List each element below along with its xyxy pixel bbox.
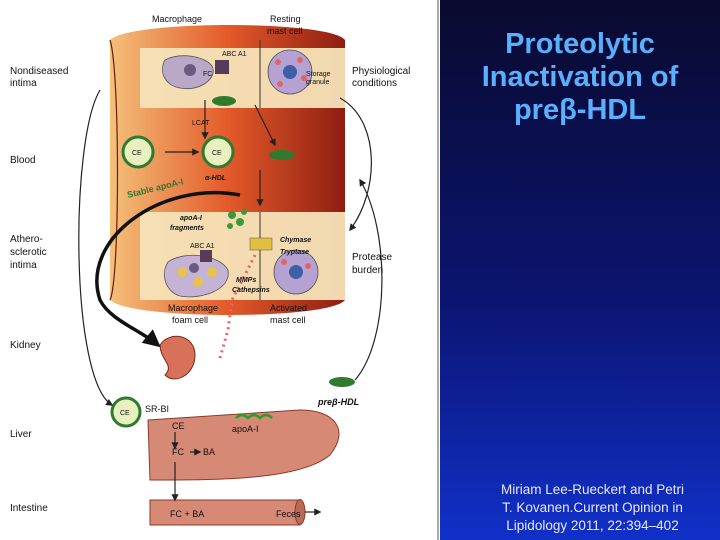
label-athero-3: intima — [10, 260, 37, 271]
title-line-2: Inactivation of — [481, 61, 679, 93]
label-cathepsins: Cathepsins — [232, 287, 270, 294]
resting-mast-cell — [267, 49, 313, 95]
label-ce-left: CE — [132, 150, 142, 157]
label-lcat: LCAT — [192, 120, 210, 127]
label-protease-1: Protease — [352, 252, 392, 263]
label-ce-right: CE — [212, 150, 222, 157]
label-apoai-liver: apoA-I — [232, 424, 259, 434]
label-foam-2: foam cell — [172, 315, 208, 325]
label-nondiseased-1: Nondiseased — [10, 66, 68, 77]
label-nondiseased-2: intima — [10, 78, 37, 89]
label-abca1-top: ABC A1 — [222, 51, 247, 58]
label-athero-1: Athero- — [10, 234, 43, 245]
label-ba-liver: BA — [203, 447, 215, 457]
slide-title: Proteolytic Inactivation of preβ-HDL — [452, 28, 708, 127]
label-resting-2: mast cell — [267, 26, 303, 36]
label-apoai-frag-1: apoA-I — [180, 215, 203, 222]
mechanism-diagram: Macrophage Resting mast cell Nondiseased… — [10, 0, 439, 540]
abca1-transporter-top — [215, 60, 229, 74]
protease-granule — [249, 237, 273, 251]
macrophage-cell — [162, 55, 214, 90]
stable-apoai-to-kidney-arrow — [95, 190, 241, 348]
label-storage-1: Storage — [306, 71, 331, 78]
label-ce-liver: CE — [120, 410, 130, 417]
label-blood: Blood — [10, 155, 36, 166]
protease-release-path — [218, 254, 257, 359]
hdl-particle-liver — [110, 396, 142, 428]
label-fc-top: FC — [203, 71, 212, 78]
label-kidney: Kidney — [10, 340, 41, 351]
prebeta-hdl-particle — [329, 377, 355, 387]
liver-organ — [147, 409, 340, 481]
label-physio-2: conditions — [352, 78, 397, 89]
label-fc-liver: FC — [172, 447, 184, 457]
citation: Miriam Lee-Rueckert and Petri T. Kovanen… — [470, 481, 715, 535]
label-feces: Feces — [276, 509, 301, 519]
macrophage-foam-cell — [164, 255, 229, 298]
citation-line-2: T. Kovanen.Current Opinion in — [502, 500, 683, 515]
apoai-liver-secretion — [235, 413, 273, 420]
label-chymase: Chymase — [280, 237, 311, 244]
label-apoai-frag-2: fragments — [170, 225, 204, 232]
label-intestine: Intestine — [10, 503, 48, 514]
abca1-transporter-bottom — [200, 250, 212, 262]
label-activated-2: mast cell — [270, 315, 306, 325]
label-liver: Liver — [10, 429, 32, 440]
label-srbi: SR-BI — [145, 404, 169, 414]
pathway-arrows — [78, 89, 383, 516]
label-fc-ba-intestine: FC + BA — [170, 509, 204, 519]
diagram-canvas: Macrophage Resting mast cell Nondiseased… — [10, 0, 439, 540]
label-abca1-bottom: ABC A1 — [190, 243, 215, 250]
alpha-hdl-right — [201, 135, 235, 169]
apoai-fragments-cluster — [227, 209, 247, 229]
citation-line-3: Lipidology 2011, 22:394–402 — [506, 518, 679, 533]
hdl-particle-top — [212, 96, 236, 106]
label-athero-2: sclerotic — [10, 247, 47, 258]
label-ce-hepatocyte: CE — [172, 421, 185, 431]
label-protease-2: burden — [352, 265, 383, 276]
label-physio-1: Physiological — [352, 66, 410, 77]
title-line-1: Proteolytic — [505, 28, 655, 60]
label-foam-1: Macrophage — [168, 303, 218, 313]
label-resting-1: Resting — [270, 14, 301, 24]
label-mmps: MMPs — [236, 277, 256, 284]
citation-line-1: Miriam Lee-Rueckert and Petri — [500, 482, 685, 497]
label-prebeta-hdl: preβ-HDL — [317, 397, 359, 407]
label-macrophage: Macrophage — [152, 14, 202, 24]
label-storage-2: granule — [306, 79, 329, 86]
intestine-organ — [149, 499, 306, 526]
label-tryptase: Tryptase — [280, 249, 309, 256]
kidney-organ — [159, 335, 196, 380]
activated-mast-cell — [273, 249, 319, 295]
hdl-particle-mid — [269, 150, 295, 160]
label-alpha-hdl: α-HDL — [205, 175, 226, 182]
title-line-3: preβ-HDL — [513, 94, 647, 126]
label-activated-1: Activated — [270, 303, 307, 313]
alpha-hdl-left — [121, 135, 155, 169]
